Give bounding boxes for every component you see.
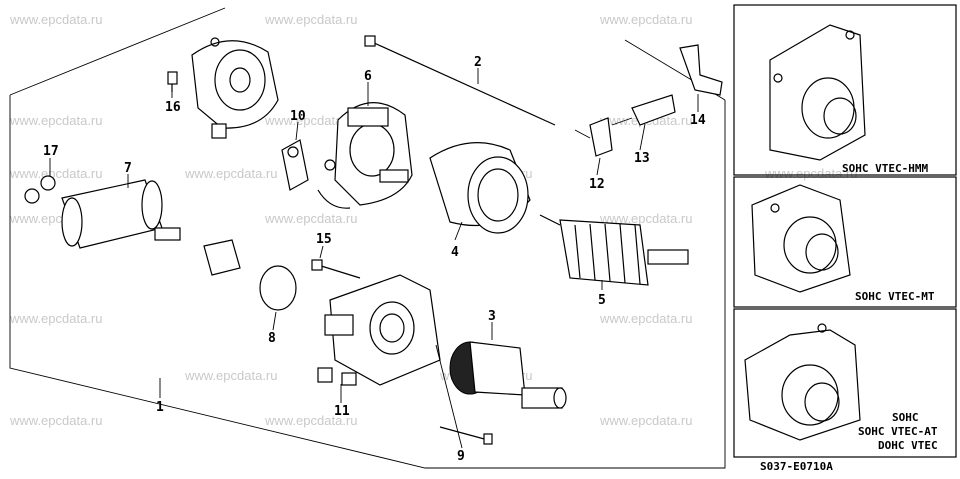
- callout-14: 14: [690, 113, 706, 128]
- watermark: www.epcdata.ru: [9, 12, 103, 27]
- callout-16: 16: [165, 100, 181, 115]
- bracket-14: [679, 44, 723, 96]
- watermark: www.epcdata.ru: [264, 113, 358, 128]
- variant-panels: [733, 4, 957, 458]
- callout-3: 3: [488, 309, 496, 324]
- diagram-code: S037-E0710A: [760, 460, 833, 473]
- variant-label-middle: SOHC VTEC-MT: [855, 290, 935, 303]
- solenoid-7: [61, 179, 181, 249]
- part-11: [317, 367, 357, 386]
- nuts-17: [24, 175, 56, 204]
- callout-17: 17: [43, 144, 59, 159]
- callout-10: 10: [290, 109, 306, 124]
- terminal-part: [203, 239, 241, 276]
- callout-9: 9: [457, 449, 465, 464]
- watermark: www.epcdata.ru: [599, 211, 693, 226]
- bracket-10: [281, 139, 309, 191]
- brush-holder-6: [317, 102, 413, 209]
- watermark: www.epcdata.ru: [264, 12, 358, 27]
- bolt-15: [311, 259, 361, 279]
- callout-2: 2: [474, 55, 482, 70]
- watermark: www.epcdata.ru: [9, 311, 103, 326]
- housing-variant-top: [769, 24, 866, 161]
- watermark: www.epcdata.ru: [599, 311, 693, 326]
- armature-5: [539, 214, 689, 286]
- variant-label-bottom-1: SOHC: [892, 411, 919, 424]
- variant-panel-bottom: [733, 308, 957, 458]
- watermark: www.epcdata.ru: [264, 211, 358, 226]
- callout-13: 13: [634, 151, 650, 166]
- watermark: www.epcdata.ru: [9, 166, 103, 181]
- gear-housing: [324, 274, 441, 386]
- callout-7: 7: [124, 161, 132, 176]
- watermark: www.epcdata.ru: [599, 413, 693, 428]
- variant-panel-top: [733, 4, 957, 176]
- leader-lines: [49, 68, 699, 449]
- callout-5: 5: [598, 293, 606, 308]
- watermark: www.epcdata.ru: [184, 166, 278, 181]
- variant-label-bottom-3: DOHC VTEC: [878, 439, 938, 452]
- watermark: www.epcdata.ru: [184, 368, 278, 383]
- bracket-12: [589, 117, 613, 157]
- variant-label-top: SOHC VTEC-HMM: [842, 162, 928, 175]
- watermark: www.epcdata.ru: [9, 413, 103, 428]
- yoke-4: [429, 142, 531, 234]
- callout-1: 1: [156, 400, 164, 415]
- bracket-13: [631, 94, 676, 126]
- watermark: www.epcdata.ru: [9, 113, 103, 128]
- watermark: www.epcdata.ru: [264, 413, 358, 428]
- housing-variant-middle: [751, 184, 851, 293]
- rear-cover: [191, 37, 279, 139]
- callouts: 1 2 3 4 5 6 7 8 9 10 11 12 13 14 15 16 1…: [43, 55, 706, 464]
- watermark: www.epcdata.ru: [599, 12, 693, 27]
- bolt-9: [439, 426, 493, 445]
- o-ring-8: [259, 265, 297, 311]
- bolt-16: [167, 71, 178, 92]
- variant-panel-middle: [733, 176, 957, 308]
- callout-12: 12: [589, 177, 605, 192]
- callout-15: 15: [316, 232, 332, 247]
- variant-label-bottom-2: SOHC VTEC-AT: [858, 425, 938, 438]
- housing-variant-bottom: [744, 323, 861, 441]
- callout-8: 8: [268, 331, 276, 346]
- callout-4: 4: [451, 245, 459, 260]
- callout-11: 11: [334, 404, 350, 419]
- callout-6: 6: [364, 69, 372, 84]
- clutch-3: [449, 341, 567, 409]
- through-bolt-2: [364, 35, 556, 126]
